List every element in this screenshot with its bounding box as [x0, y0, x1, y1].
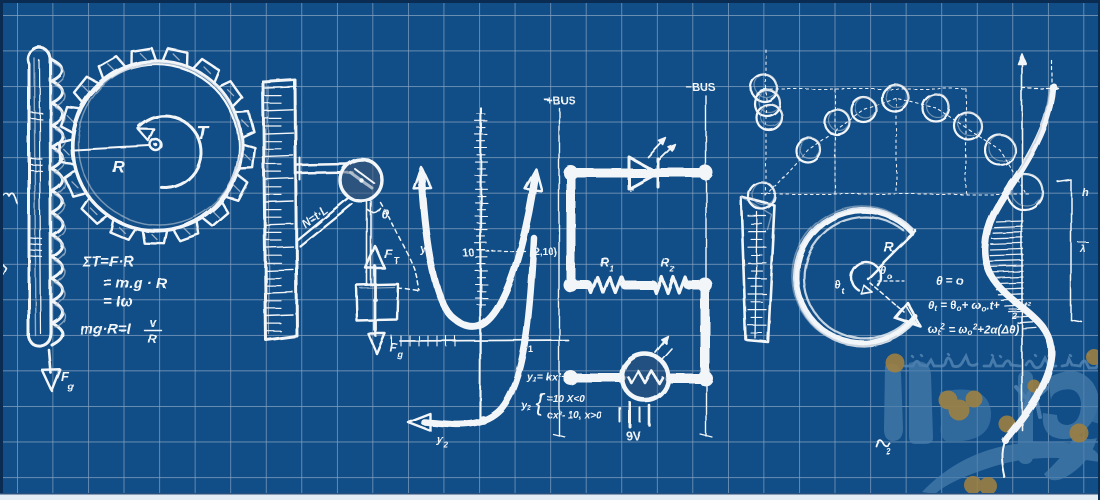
svg-text:t²: t² — [1024, 301, 1031, 312]
svg-text:=10 X<0: =10 X<0 — [547, 394, 585, 405]
svg-text:o: o — [887, 272, 892, 281]
svg-text:F: F — [61, 369, 70, 384]
svg-text:R: R — [600, 255, 609, 269]
svg-text:1: 1 — [528, 344, 533, 354]
svg-text:2: 2 — [1011, 311, 1017, 321]
svg-text:R: R — [148, 332, 157, 346]
svg-text:(2,10): (2,10) — [531, 247, 557, 258]
svg-text:= Iω: = Iω — [103, 293, 133, 310]
svg-text:ωt2 = ωo2+2α(Δθ): ωt2 = ωo2+2α(Δθ) — [928, 322, 1019, 337]
svg-text:y2: y2 — [520, 399, 531, 412]
svg-text:v: v — [149, 315, 157, 329]
svg-text:g: g — [397, 350, 404, 360]
svg-text:F: F — [390, 341, 398, 355]
svg-text:θ: θ — [834, 279, 840, 291]
svg-text:{: { — [536, 390, 546, 417]
svg-text:θt = θo+ ωo.t+: θt = θo+ ωo.t+ — [928, 300, 1000, 313]
svg-text:t: t — [841, 286, 844, 295]
svg-text:2: 2 — [885, 447, 891, 456]
svg-text:9V: 9V — [626, 429, 641, 443]
svg-text:ΣT=F·R: ΣT=F·R — [81, 253, 134, 270]
svg-text:λ: λ — [1079, 244, 1086, 255]
svg-text:10: 10 — [462, 247, 474, 259]
svg-text:θ: θ — [381, 206, 388, 221]
svg-text:+: + — [628, 185, 634, 196]
svg-text:2: 2 — [669, 265, 675, 274]
svg-text:y: y — [419, 243, 427, 255]
svg-text:g: g — [67, 382, 74, 393]
svg-text:= m.g · R: = m.g · R — [103, 275, 167, 292]
svg-text:mg·R=I: mg·R=I — [80, 321, 132, 338]
svg-text:R: R — [112, 157, 125, 176]
svg-text:T: T — [393, 255, 400, 265]
svg-text:y: y — [436, 434, 444, 446]
svg-text:θ = o: θ = o — [936, 274, 964, 288]
svg-text:+BUS: +BUS — [546, 95, 576, 107]
svg-text:F: F — [384, 246, 393, 261]
svg-text:2: 2 — [443, 441, 449, 450]
svg-text:θ: θ — [880, 265, 886, 277]
svg-text:cx²- 10, x>0: cx²- 10, x>0 — [547, 410, 602, 421]
svg-text:−BUS: −BUS — [686, 82, 716, 94]
svg-text:T: T — [196, 123, 209, 144]
svg-text:R: R — [884, 239, 895, 255]
svg-text:h: h — [1082, 187, 1089, 199]
svg-text:1: 1 — [609, 264, 614, 273]
svg-text:1: 1 — [427, 250, 432, 259]
svg-text:R: R — [661, 256, 670, 270]
